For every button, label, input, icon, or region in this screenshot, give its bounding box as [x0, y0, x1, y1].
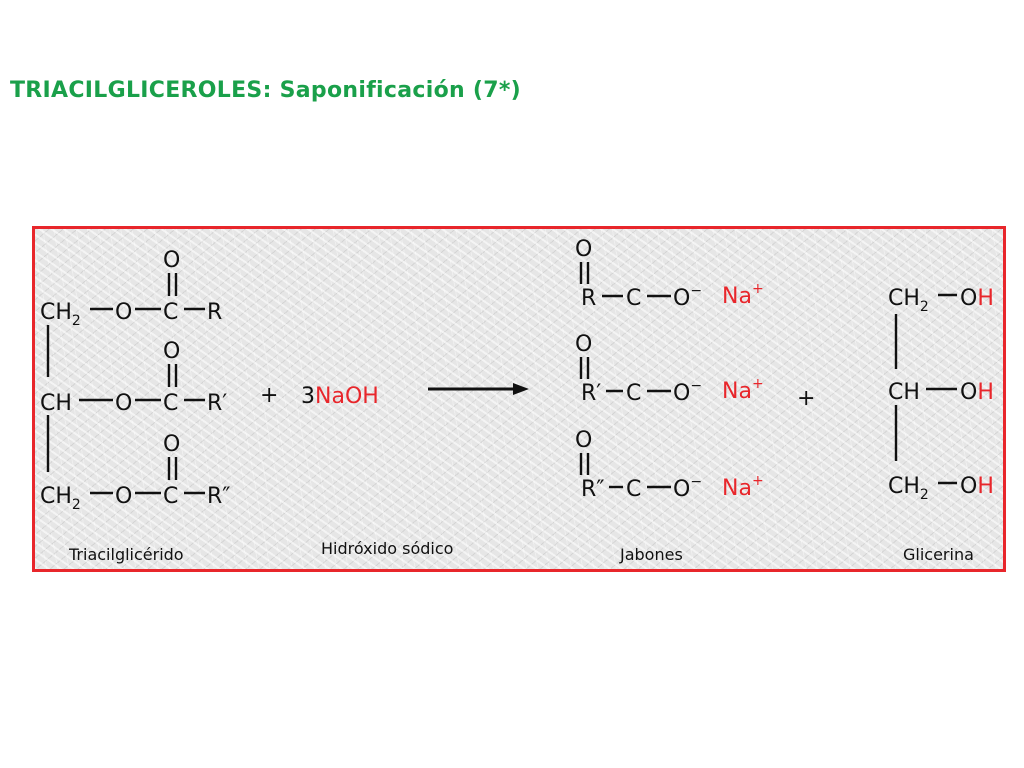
row1-o: O — [115, 300, 132, 325]
plus-sign-1: + — [260, 383, 278, 408]
label-triacylglyceride: Triacilglicérido — [68, 545, 184, 564]
glycerin-structure: CH2 OH CH OH CH2 OH — [888, 286, 994, 503]
soap3-r-double-prime: R″ — [581, 477, 605, 502]
row1-r: R — [207, 300, 222, 325]
glycerin-oh-2: OH — [960, 380, 994, 405]
svg-text:CH: CH — [888, 380, 920, 405]
glycerin-oh-1: OH — [960, 286, 994, 311]
row2-c: C — [163, 391, 178, 416]
soaps-structures: O R C O− Na+ O R′ C O− Na+ O R″ C — [575, 237, 764, 502]
soap3-sodium: Na+ — [722, 473, 764, 501]
sodium-hydroxide-formula: 3NaOH — [301, 384, 379, 409]
svg-text:CH2: CH2 — [888, 286, 929, 315]
page-title: TRIACILGLICEROLES: Saponificación (7*) — [10, 78, 522, 103]
soap2-sodium: Na+ — [722, 376, 764, 404]
label-sodium-hydroxide: Hidróxido sódico — [321, 539, 453, 558]
soap2-r-prime: R′ — [581, 381, 601, 406]
row1-ch2: CH2 — [40, 300, 81, 329]
svg-text:O: O — [575, 237, 592, 262]
glycerin-oh-3: OH — [960, 474, 994, 499]
row3-ch2: CH2 — [40, 484, 81, 513]
row2-carbonyl-o: O — [163, 339, 180, 364]
soap1-sodium: Na+ — [722, 281, 764, 309]
svg-text:CH2: CH2 — [888, 474, 929, 503]
svg-text:O: O — [575, 332, 592, 357]
row2-r-prime: R′ — [207, 391, 227, 416]
row2-ch: CH — [40, 391, 72, 416]
svg-text:O: O — [575, 428, 592, 453]
saponification-scheme: CH2 O C O R CH O C O R′ CH2 O — [40, 237, 994, 564]
row3-r-double-prime: R″ — [207, 484, 231, 509]
reaction-arrow — [428, 383, 529, 395]
plus-sign-2: + — [797, 386, 815, 411]
svg-text:O−: O− — [673, 378, 702, 406]
svg-text:C: C — [626, 381, 641, 406]
label-glycerin: Glicerina — [903, 545, 974, 564]
row2-o: O — [115, 391, 132, 416]
reaction-panel: CH2 O C O R CH O C O R′ CH2 O — [32, 226, 1006, 572]
svg-text:O−: O− — [673, 474, 702, 502]
triacylglyceride-structure: CH2 O C O R CH O C O R′ CH2 O — [40, 248, 231, 513]
row3-carbonyl-o: O — [163, 432, 180, 457]
row3-c: C — [163, 484, 178, 509]
svg-text:C: C — [626, 477, 641, 502]
svg-text:C: C — [626, 286, 641, 311]
svg-text:O−: O− — [673, 283, 702, 311]
label-soaps: Jabones — [619, 545, 683, 564]
row3-o: O — [115, 484, 132, 509]
soap1-r: R — [581, 286, 596, 311]
row1-carbonyl-o: O — [163, 248, 180, 273]
row1-c: C — [163, 300, 178, 325]
